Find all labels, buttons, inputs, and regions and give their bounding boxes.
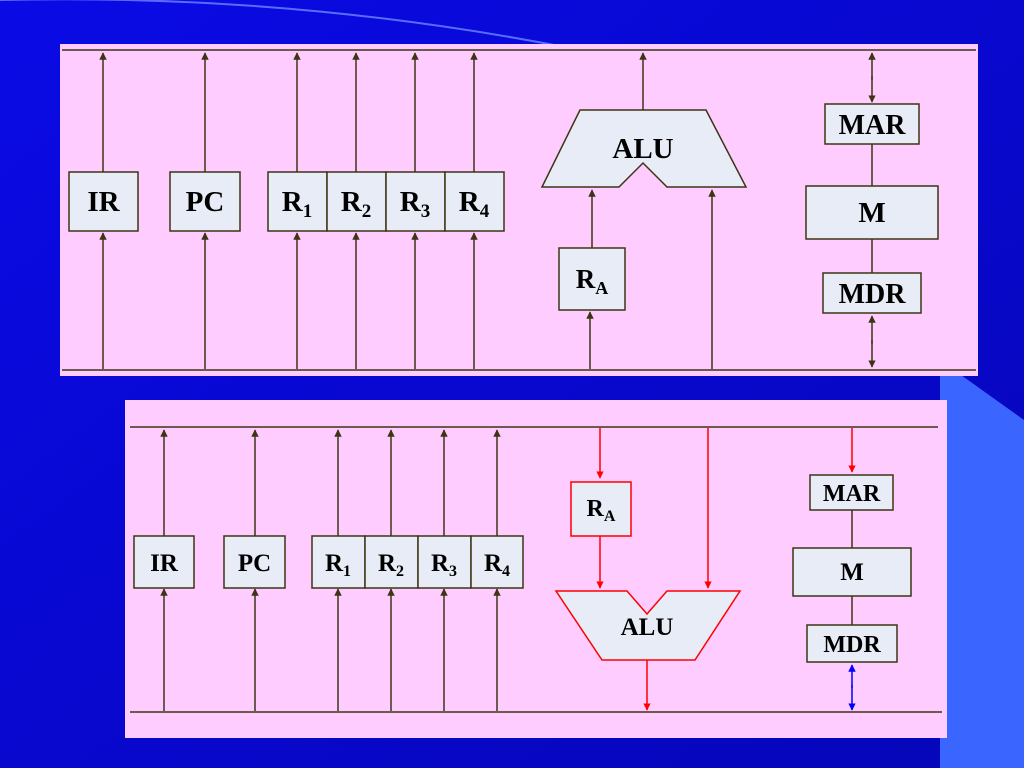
ir-register bbox=[68, 171, 139, 232]
r4-label: R4 bbox=[459, 186, 490, 222]
background-light-panel bbox=[940, 360, 1024, 768]
register-file: R1 R2 R3 R4 bbox=[267, 52, 505, 369]
r3-label: R3 bbox=[400, 186, 430, 222]
mar-register bbox=[824, 103, 920, 145]
mdr-label: MDR bbox=[839, 279, 907, 310]
alu-label: ALU bbox=[612, 133, 673, 165]
memory2-label: M bbox=[840, 559, 864, 586]
mar-label: MAR bbox=[839, 110, 907, 141]
bottom-diagram: IR PC R1 R2 R3 R4 bbox=[125, 400, 947, 738]
r2b-register bbox=[364, 535, 419, 589]
r4b-label: R4 bbox=[484, 550, 510, 580]
r2b-label: R2 bbox=[378, 550, 404, 580]
r3b-label: R3 bbox=[431, 550, 457, 580]
alu2-unit bbox=[554, 590, 742, 661]
ir-label: IR bbox=[87, 186, 120, 218]
r1-register bbox=[267, 171, 328, 232]
mdr2-label: MDR bbox=[823, 632, 881, 658]
r1-label: R1 bbox=[282, 186, 312, 222]
mar2-register bbox=[809, 474, 894, 511]
pc2-label: PC bbox=[238, 550, 271, 577]
mdr-register bbox=[822, 272, 922, 314]
r4b-register bbox=[470, 535, 524, 589]
memory-unit bbox=[805, 185, 939, 240]
r3-register bbox=[385, 171, 446, 232]
mar2-label: MAR bbox=[823, 481, 881, 507]
r1b-label: R1 bbox=[325, 550, 351, 580]
mdr2-register bbox=[806, 624, 898, 663]
r3b-register bbox=[417, 535, 472, 589]
ir2-label: IR bbox=[150, 550, 179, 577]
r2-register bbox=[326, 171, 387, 232]
pc-register bbox=[169, 171, 241, 232]
ra2-register bbox=[570, 481, 632, 537]
register-file-2: R1 R2 R3 R4 bbox=[311, 429, 524, 711]
ra-label: RA bbox=[576, 264, 609, 298]
ra2-label: RA bbox=[587, 496, 616, 525]
memory2-unit bbox=[792, 547, 912, 597]
alu2-label: ALU bbox=[621, 614, 674, 641]
pc-label: PC bbox=[186, 186, 225, 218]
r1b-register bbox=[311, 535, 366, 589]
top-diagram: IR PC R1 R2 R3 R4 bbox=[60, 44, 978, 376]
ra-register bbox=[558, 247, 626, 311]
ir2-register bbox=[133, 535, 195, 589]
memory-label: M bbox=[858, 197, 885, 229]
alu-unit bbox=[540, 109, 748, 188]
r2-label: R2 bbox=[341, 186, 371, 222]
r4-register bbox=[444, 171, 505, 232]
pc2-register bbox=[223, 535, 286, 589]
